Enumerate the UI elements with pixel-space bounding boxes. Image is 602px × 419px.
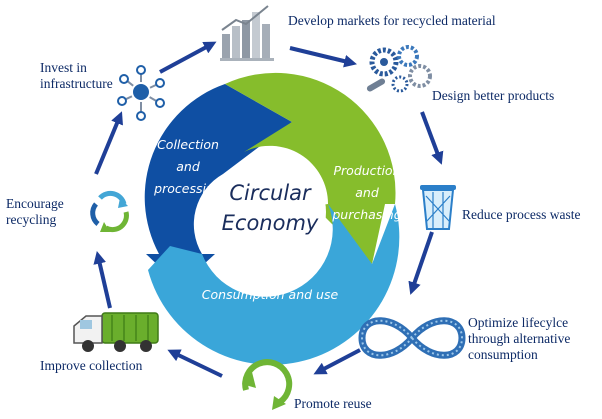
- waste-bin-icon: [420, 185, 456, 230]
- label-improve-collection: Improve collection: [40, 358, 143, 373]
- cycle-ring: [144, 72, 400, 365]
- arrow-collection-to-recycling: [93, 251, 112, 309]
- segment-collection: [144, 84, 292, 286]
- label-invest-line-2: infrastructure: [40, 76, 113, 91]
- segment-collection-line-1: Collection: [157, 137, 219, 152]
- segment-production-line-3: purchasing: [332, 207, 402, 222]
- center-title: Circular Economy: [210, 178, 330, 238]
- label-develop-markets: Develop markets for recycled material: [288, 13, 496, 28]
- segment-collection-line-3: processing: [154, 181, 222, 196]
- label-optimize-line-1: Optimize lifecylce: [468, 315, 569, 330]
- gears-icon: [366, 45, 432, 93]
- label-optimize-line-2: through alternative: [468, 331, 571, 346]
- label-design-products: Design better products: [432, 88, 555, 103]
- label-optimize-line-3: consumption: [468, 347, 538, 362]
- network-hub-icon: [117, 65, 165, 121]
- infinity-icon: [358, 317, 466, 359]
- segment-production-line-1: Production: [333, 163, 401, 178]
- arrow-waste-to-optimize: [408, 231, 434, 295]
- arrow-recycling-to-infrastructure: [94, 111, 123, 175]
- segment-label-collection: Collection and processing: [150, 134, 226, 200]
- recycle-arrows-icon: [90, 190, 129, 233]
- segment-label-production: Production and purchasing: [326, 160, 408, 226]
- center-title-line-2: Economy: [221, 211, 319, 235]
- label-encourage-line-2: recycling: [6, 212, 57, 227]
- label-reduce-waste: Reduce process waste: [462, 207, 581, 222]
- arrow-reuse-to-collection: [167, 349, 223, 378]
- label-invest-infrastructure: Invest in infrastructure: [40, 60, 113, 92]
- label-encourage-line-1: Encourage: [6, 196, 64, 211]
- center-title-line-1: Circular: [229, 181, 311, 205]
- garbage-truck-icon: [73, 312, 159, 352]
- arrow-optimize-to-reuse: [313, 348, 361, 375]
- segment-production: [225, 72, 396, 264]
- bar-chart-icon: [220, 5, 274, 61]
- label-optimize-lifecycle: Optimize lifecylce through alternative c…: [468, 315, 570, 363]
- segment-consumption: [148, 204, 400, 365]
- arrow-infrastructure-to-markets: [159, 41, 217, 74]
- arrow-markets-to-design: [289, 46, 357, 68]
- arrow-design-to-waste: [420, 111, 444, 165]
- recycle-loop-icon: [242, 359, 293, 410]
- segment-production-line-2: and: [355, 185, 379, 200]
- label-invest-line-1: Invest in: [40, 60, 87, 75]
- label-encourage-recycling: Encourage recycling: [6, 196, 64, 228]
- center-disc: [214, 156, 326, 268]
- segment-consumption-line-1: Consumption and use: [201, 287, 339, 302]
- cycle-arrows: [93, 41, 444, 378]
- segment-collection-line-2: and: [176, 159, 200, 174]
- segment-label-consumption: Consumption and use: [196, 284, 344, 306]
- label-promote-reuse: Promote reuse: [294, 396, 372, 411]
